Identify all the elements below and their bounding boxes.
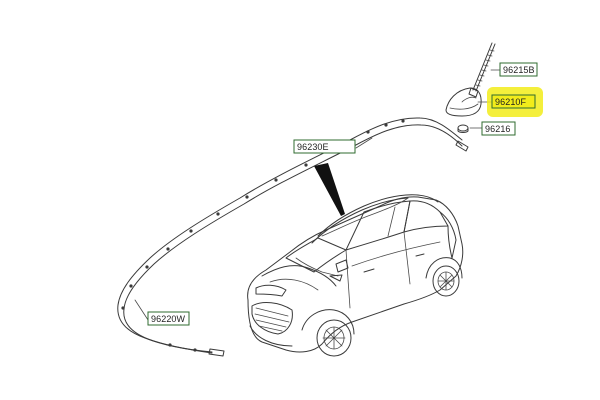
cable-clip <box>384 123 388 127</box>
cable-clip <box>189 229 193 233</box>
cable-clip <box>216 212 220 216</box>
cable-clip <box>121 306 125 310</box>
cable-clip <box>166 247 170 251</box>
antenna-nut <box>457 124 469 133</box>
hatchback-car-illustration <box>247 194 464 357</box>
label-96210F[interactable]: 96210F <box>487 87 543 117</box>
cable-clip <box>401 119 405 123</box>
part-number-text: 96210F <box>495 97 527 107</box>
label-96215B[interactable]: 96215B <box>499 62 538 77</box>
label-96230E[interactable]: 96230E <box>293 139 356 154</box>
cable-clip <box>129 284 133 288</box>
cable-clip <box>193 348 197 352</box>
part-number-text: 96220W <box>151 314 186 324</box>
cable-clip <box>274 178 278 182</box>
leader-lines <box>134 69 501 324</box>
cable-clip <box>245 195 249 199</box>
cable-clip <box>145 265 149 269</box>
rear-wheel <box>425 257 463 297</box>
shark-fin-antenna <box>445 87 482 117</box>
cable-clip <box>168 343 172 347</box>
front-wheel <box>301 309 355 357</box>
antenna-rod <box>468 42 496 98</box>
pointer-arrow <box>314 163 345 216</box>
cable-clip <box>304 163 308 167</box>
part-number-text: 96215B <box>503 65 535 75</box>
label-96216[interactable]: 96216 <box>481 121 516 136</box>
cable-clip <box>366 130 370 134</box>
part-number-text: 96230E <box>297 142 329 152</box>
antenna-assembly <box>445 42 496 133</box>
label-96220W[interactable]: 96220W <box>147 311 190 326</box>
roof-antenna-cable <box>117 117 469 357</box>
part-number-text: 96216 <box>485 124 511 134</box>
